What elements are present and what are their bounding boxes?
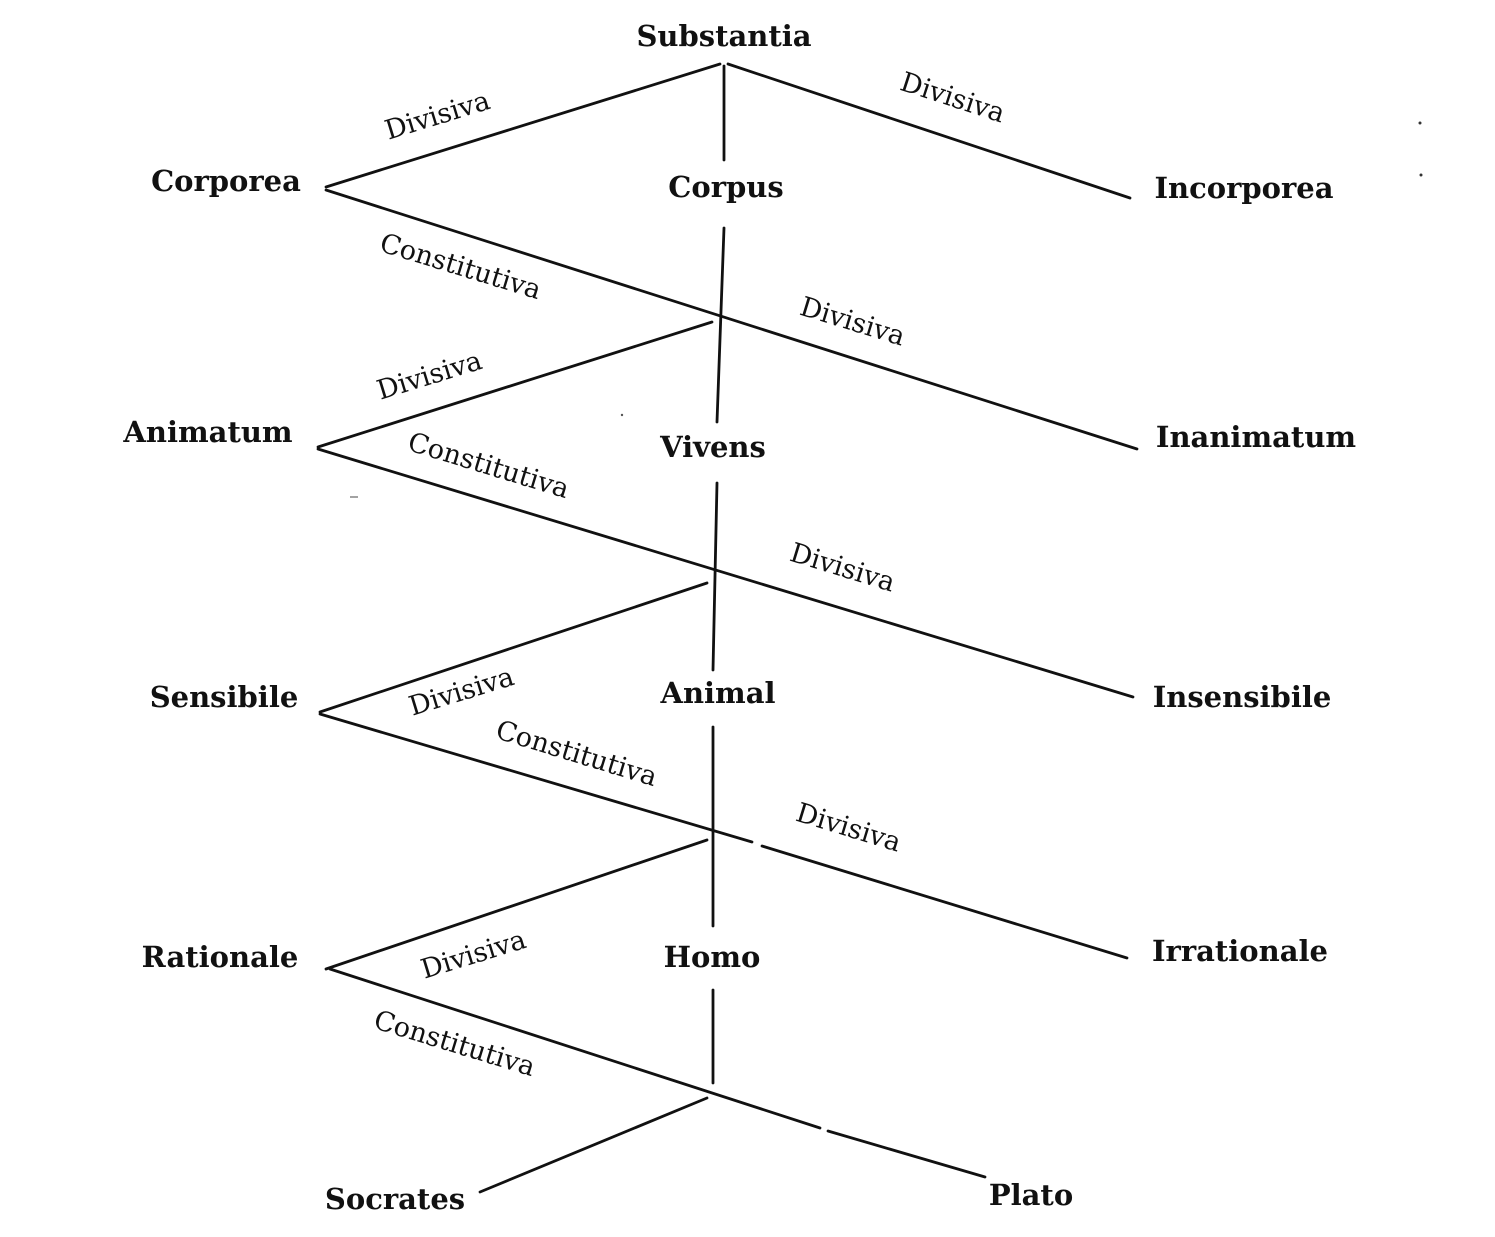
edge-label-constitutiva: Constitutiva [404,427,573,505]
edge-label-constitutiva: Constitutiva [492,715,661,793]
scan-specks [350,121,1423,498]
line-rationale-constitutiva-b [826,1129,987,1179]
edge-label-divisiva: Divisiva [796,291,908,352]
speck [1418,121,1422,125]
edge-label-constitutiva: Constitutiva [370,1005,539,1083]
tree-lines [316,62,1139,1194]
node-vivens: Vivens [659,430,766,464]
edge-label-divisiva: Divisiva [373,345,485,406]
node-irrationale: Irrationale [1152,934,1328,968]
node-corpus: Corpus [668,170,783,204]
speck [620,413,624,417]
node-homo: Homo [664,940,761,974]
line-trunk-vivens-animal [711,481,719,672]
line-substantia-incorporea [726,62,1132,200]
speck [1419,173,1423,177]
line-homo-rationale [324,838,709,971]
edge-label-divisiva: Divisiva [896,66,1008,129]
line-animatum-constitutiva [316,447,1135,699]
node-animatum: Animatum [122,415,293,449]
node-plato: Plato [989,1178,1073,1212]
line-corporea-constitutiva [324,188,1139,451]
line-animal-sensibile [318,581,709,714]
edge-label-divisiva: Divisiva [792,797,904,858]
line-homo-socrates [478,1096,709,1194]
edge-label-divisiva: Divisiva [405,661,517,722]
line-rationale-constitutiva-a [328,967,822,1130]
node-animal: Animal [659,676,775,710]
line-sensibile-constitutiva-b [760,844,1129,960]
node-incorporea: Incorporea [1154,171,1333,205]
edge-label-divisiva: Divisiva [381,85,493,146]
node-sensibile: Sensibile [150,680,299,714]
line-sensibile-constitutiva-a [318,712,754,844]
node-socrates: Socrates [325,1182,465,1216]
tree-edge-labels: Divisiva Divisiva Constitutiva Divisiva … [370,66,1009,1083]
node-insensibile: Insensibile [1153,680,1332,714]
line-vivens-animatum [316,320,714,449]
line-substantia-corporea [324,62,722,189]
node-corporea: Corporea [151,164,301,198]
node-substantia: Substantia [636,19,811,53]
node-inanimatum: Inanimatum [1156,420,1356,454]
edge-label-constitutiva: Constitutiva [376,228,545,306]
node-rationale: Rationale [142,940,299,974]
edge-label-divisiva: Divisiva [786,537,898,598]
tree-nodes: Substantia Corporea Corpus Incorporea An… [122,19,1356,1216]
line-trunk-corpus-vivens [715,226,726,424]
